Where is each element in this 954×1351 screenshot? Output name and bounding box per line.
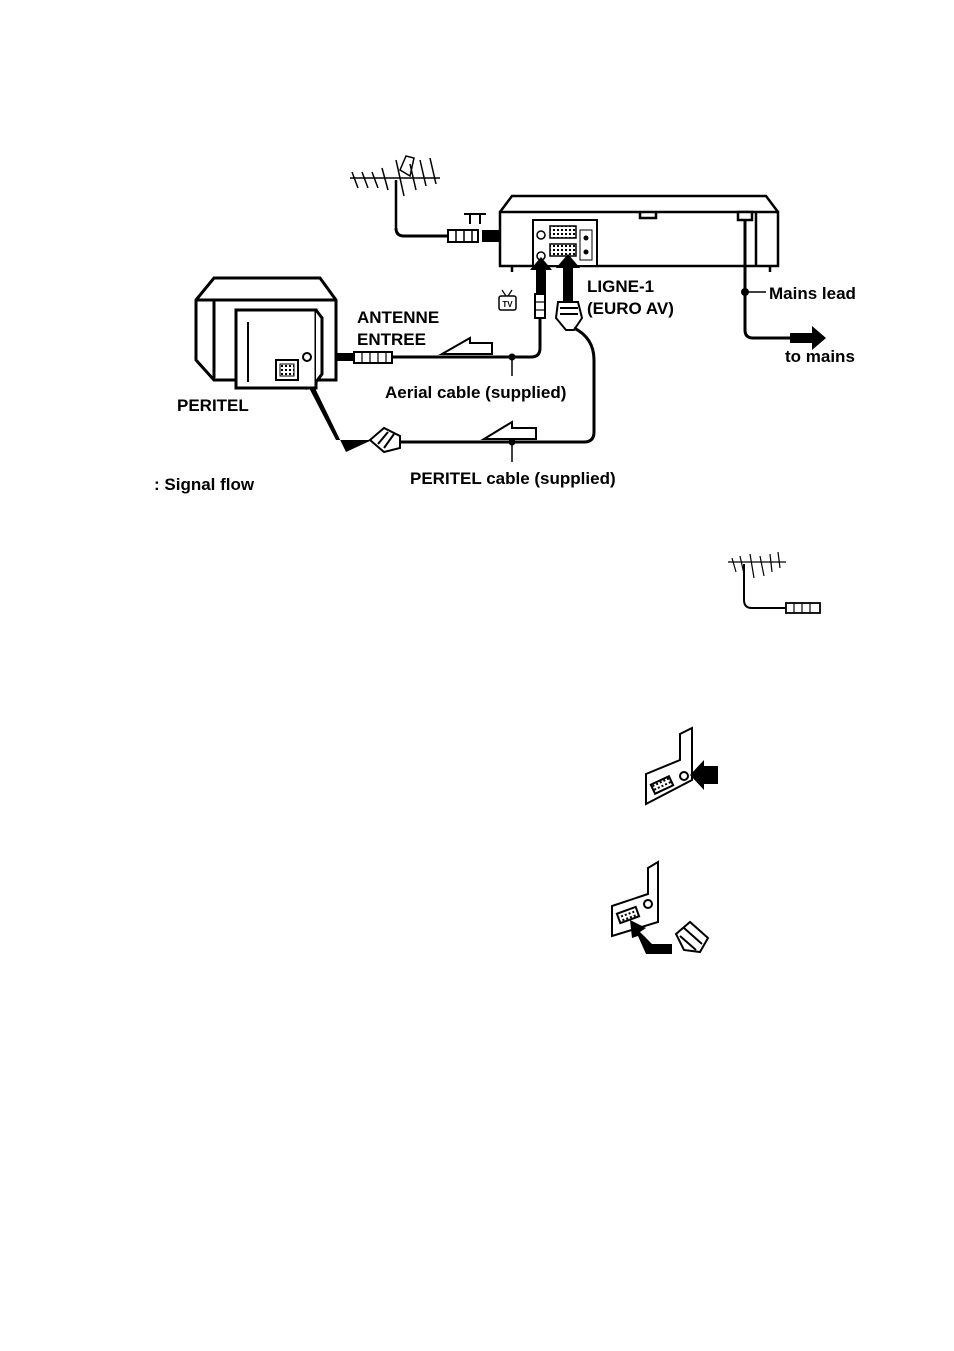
aerial-feed-cable bbox=[396, 228, 448, 236]
peritel-label: PERITEL bbox=[177, 397, 249, 414]
tv-scart-socket-detail-icon bbox=[612, 862, 708, 952]
aerial-cable-label: Aerial cable (supplied) bbox=[385, 384, 566, 401]
tv-aerial-plug-icon bbox=[354, 352, 392, 363]
signal-flow-hollow-arrow-aerial bbox=[442, 338, 492, 354]
signal-flow-hollow-arrow-peritel bbox=[484, 422, 536, 439]
aerial-input-symbol-icon bbox=[464, 214, 486, 224]
scart-plug-vcr-icon bbox=[556, 302, 582, 330]
tv-output-symbol-icon: TV bbox=[499, 290, 516, 310]
antenne-entree-label: ANTENNE ENTREE bbox=[357, 307, 439, 351]
ligne-label-line1: LIGNE-1 bbox=[587, 276, 674, 298]
to-mains-label: to mains bbox=[785, 348, 855, 365]
ligne-1-label: LIGNE-1 (EURO AV) bbox=[587, 276, 674, 320]
detail-arrow-aerial-socket bbox=[690, 760, 718, 790]
television-set bbox=[196, 278, 336, 388]
small-aerial-with-plug-icon bbox=[728, 552, 820, 613]
rf-output-plug-icon bbox=[535, 294, 545, 318]
aerial-plug-icon bbox=[448, 230, 478, 242]
peritel-cable-label: PERITEL cable (supplied) bbox=[410, 470, 616, 487]
ligne-label-line2: (EURO AV) bbox=[587, 298, 674, 320]
antenne-label-line2: ENTREE bbox=[357, 329, 439, 351]
svg-text:TV: TV bbox=[502, 300, 513, 309]
scart-plug-tv-icon bbox=[370, 428, 400, 452]
mains-lead-label: Mains lead bbox=[769, 285, 856, 302]
antenne-label-line1: ANTENNE bbox=[357, 307, 439, 329]
rooftop-aerial-icon bbox=[350, 156, 440, 228]
signal-flow-legend: : Signal flow bbox=[154, 476, 254, 493]
tv-aerial-socket-detail-icon bbox=[646, 728, 692, 804]
